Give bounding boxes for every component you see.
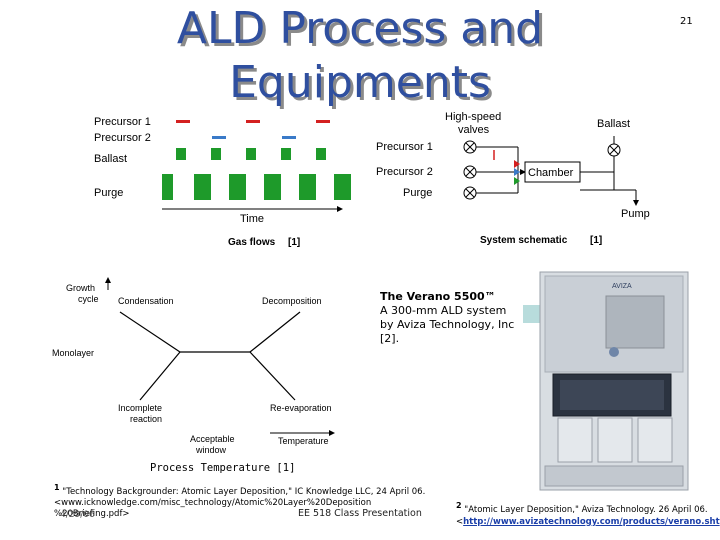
ref1-number: 1: [54, 483, 60, 492]
purge-pulse: [162, 174, 173, 200]
machine-photo: AVIZA: [539, 271, 689, 491]
ref2-text: "Atomic Layer Deposition," Aviza Technol…: [456, 504, 708, 527]
precursor2-pulse: [212, 136, 226, 139]
ballast-pulses: [176, 148, 326, 160]
gas-flows-caption: Gas flows: [228, 237, 276, 248]
gas-flows-citation: [1]: [288, 237, 300, 248]
purge-pulse: [194, 174, 211, 200]
incomplete-label-2: reaction: [130, 414, 162, 424]
growth-cycle-label-2: cycle: [78, 294, 99, 304]
schematic-label-chamber: Chamber: [528, 167, 574, 179]
ballast-pulse: [246, 148, 256, 160]
schematic-label-purge: Purge: [403, 187, 432, 199]
gas-label-precursor2: Precursor 2: [94, 132, 151, 144]
footer-presentation: EE 518 Class Presentation: [298, 508, 422, 519]
footer-date: 4/29/06: [60, 510, 95, 520]
machine-brand: AVIZA: [612, 283, 632, 290]
schematic-label-pump: Pump: [621, 208, 650, 220]
slide-title: ALD Process and Equipments: [130, 2, 590, 110]
system-schematic: High-speed valves Ballast Precursor 1 Pr…: [376, 111, 650, 246]
ballast-pulse: [281, 148, 291, 160]
purge-pulse: [229, 174, 246, 200]
ballast-pulse: [176, 148, 186, 160]
schematic-label-precursor1: Precursor 1: [376, 141, 433, 153]
temperature-label: Temperature: [278, 436, 329, 446]
process-caption: Process Temperature [1]: [150, 462, 295, 474]
acceptable-label-2: window: [195, 445, 227, 455]
schematic-label-precursor2: Precursor 2: [376, 166, 433, 178]
valve-icon: [463, 140, 477, 154]
reference-1: 1 "Technology Backgrounder: Atomic Layer…: [54, 482, 434, 520]
gas-label-precursor1: Precursor 1: [94, 116, 151, 128]
gas-flows-diagram: Precursor 1 Precursor 2 Ballast Purge Ti…: [94, 116, 351, 248]
title-line-2: Equipments: [229, 57, 491, 108]
title-line-1: ALD Process and: [176, 3, 544, 54]
process-temperature-diagram: Growth cycle Condensation Decomposition …: [52, 277, 335, 474]
ballast-pulse: [211, 148, 221, 160]
time-axis-label: Time: [240, 213, 264, 225]
gas-label-purge: Purge: [94, 187, 123, 199]
incomplete-label-1: Incomplete: [118, 403, 162, 413]
gas-label-ballast: Ballast: [94, 153, 127, 165]
purge-pulse: [264, 174, 281, 200]
precursor2-pulse: [282, 136, 296, 139]
precursor1-pulse: [316, 120, 330, 123]
ref2-number: 2: [456, 501, 462, 510]
schematic-label-valves-2: valves: [458, 124, 490, 136]
monolayer-label: Monolayer: [52, 348, 94, 358]
precursor1-pulse: [246, 120, 260, 123]
precursor1-pulse: [176, 120, 190, 123]
reference-2: 2 "Atomic Layer Deposition," Aviza Techn…: [456, 500, 720, 528]
acceptable-label-1: Acceptable: [190, 434, 235, 444]
slide-number: 21: [680, 16, 693, 27]
ballast-pulse: [316, 148, 326, 160]
callout-body: A 300-mm ALD system by Aviza Technology,…: [380, 304, 515, 345]
schematic-label-ballast: Ballast: [597, 118, 630, 130]
valve-icon: [463, 165, 477, 179]
ref2-link[interactable]: http://www.avizatechnology.com/products/…: [463, 516, 720, 527]
ref1-text: "Technology Backgrounder: Atomic Layer D…: [54, 486, 426, 519]
purge-pulse: [334, 174, 351, 200]
precursor2-pulses: [212, 136, 296, 139]
reevaporation-label: Re-evaporation: [270, 403, 332, 413]
schematic-citation: [1]: [590, 235, 602, 246]
decomposition-label: Decomposition: [262, 296, 322, 306]
valve-icon: [463, 186, 477, 200]
condensation-label: Condensation: [118, 296, 174, 306]
callout-heading: The Verano 5500™: [380, 290, 496, 303]
purge-pulse: [299, 174, 316, 200]
precursor1-pulses: [176, 120, 330, 123]
verano-callout: The Verano 5500™ A 300-mm ALD system by …: [375, 288, 523, 384]
schematic-caption: System schematic: [480, 235, 568, 246]
growth-cycle-label-1: Growth: [66, 283, 95, 293]
purge-pulses: [162, 174, 351, 200]
valve-icon: [607, 143, 621, 157]
schematic-label-valves-1: High-speed: [445, 111, 501, 123]
